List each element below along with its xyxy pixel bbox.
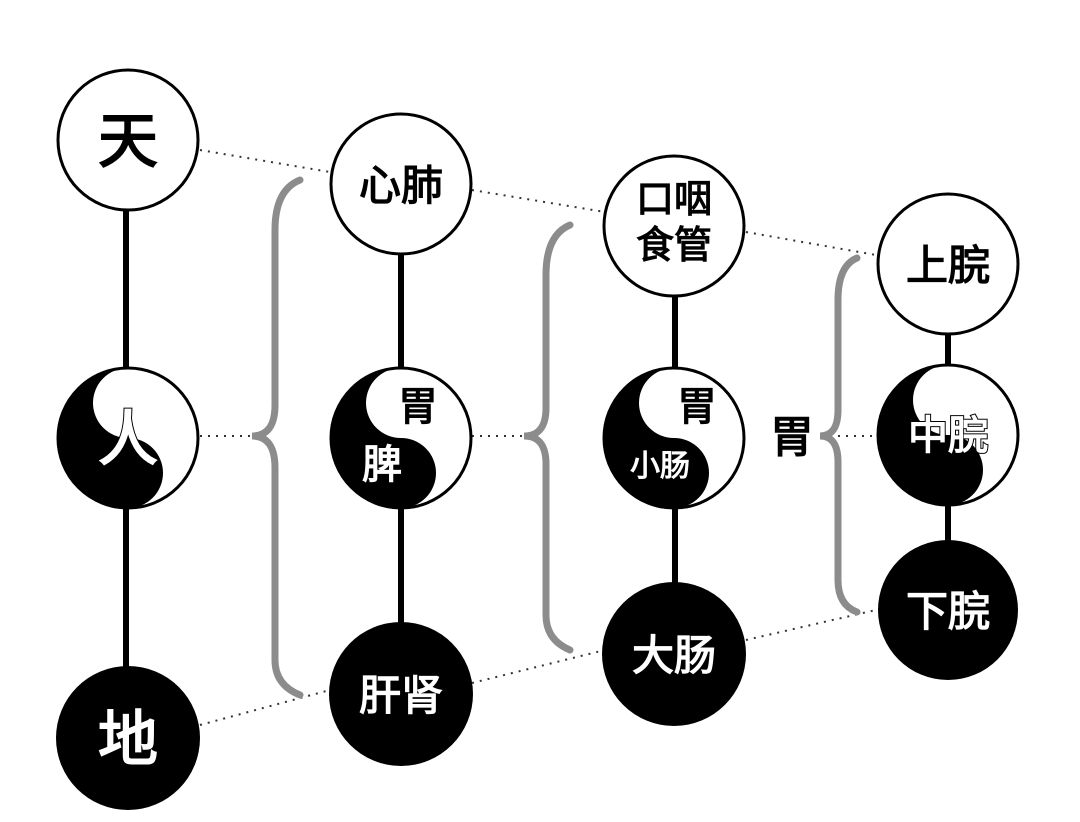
vertical-stems [123,210,951,680]
dotted-line-bottom [199,689,331,726]
node-heaven [56,68,200,212]
node-lower-stomach [878,540,1018,680]
bottom-row [56,540,1018,810]
yinyang-node-3 [604,368,744,508]
yinyang-node-2 [331,368,471,508]
label-heart-lung: 心肺 [359,161,443,210]
label-esophagus: 食管 [636,223,712,267]
dotted-line-bottom [471,649,606,684]
label-large-intestine: 大肠 [632,631,716,680]
label-earth: 地 [98,705,158,775]
curly-brace [251,176,304,699]
label-upper-stomach: 上脘 [906,241,990,290]
top-row [56,68,1020,336]
dotted-connectors [199,149,878,726]
label-heaven: 天 [98,107,158,177]
side-label-stomach: 胃 [770,412,814,463]
curly-brace [819,254,861,616]
label-small-intestine: 小肠 [630,449,690,484]
label-mouth-pharynx: 口咽 [636,177,712,221]
dotted-line-top [471,189,606,213]
label-stomach-2: 胃 [677,384,717,430]
label-spleen: 脾 [362,442,402,488]
node-mouth-esophagus [602,154,746,298]
node-liver-kidney [329,622,473,766]
node-upper-stomach [876,192,1020,336]
braces [251,176,861,699]
label-stomach-1: 胃 [398,384,438,430]
label-liver-kidney: 肝肾 [359,671,443,720]
yinyang-node-1 [58,368,198,508]
node-earth [56,666,200,810]
node-large-intestine [602,582,746,726]
yinyang-node-4 [878,365,1018,505]
label-lower-stomach: 下脘 [906,587,990,636]
label-middle-stomach: 中脘 [908,413,988,459]
dotted-line-top [745,231,877,256]
label-human: 人 [98,405,158,475]
curly-brace [523,221,574,654]
node-heart-lung [329,112,473,256]
dotted-line-top [199,149,331,173]
